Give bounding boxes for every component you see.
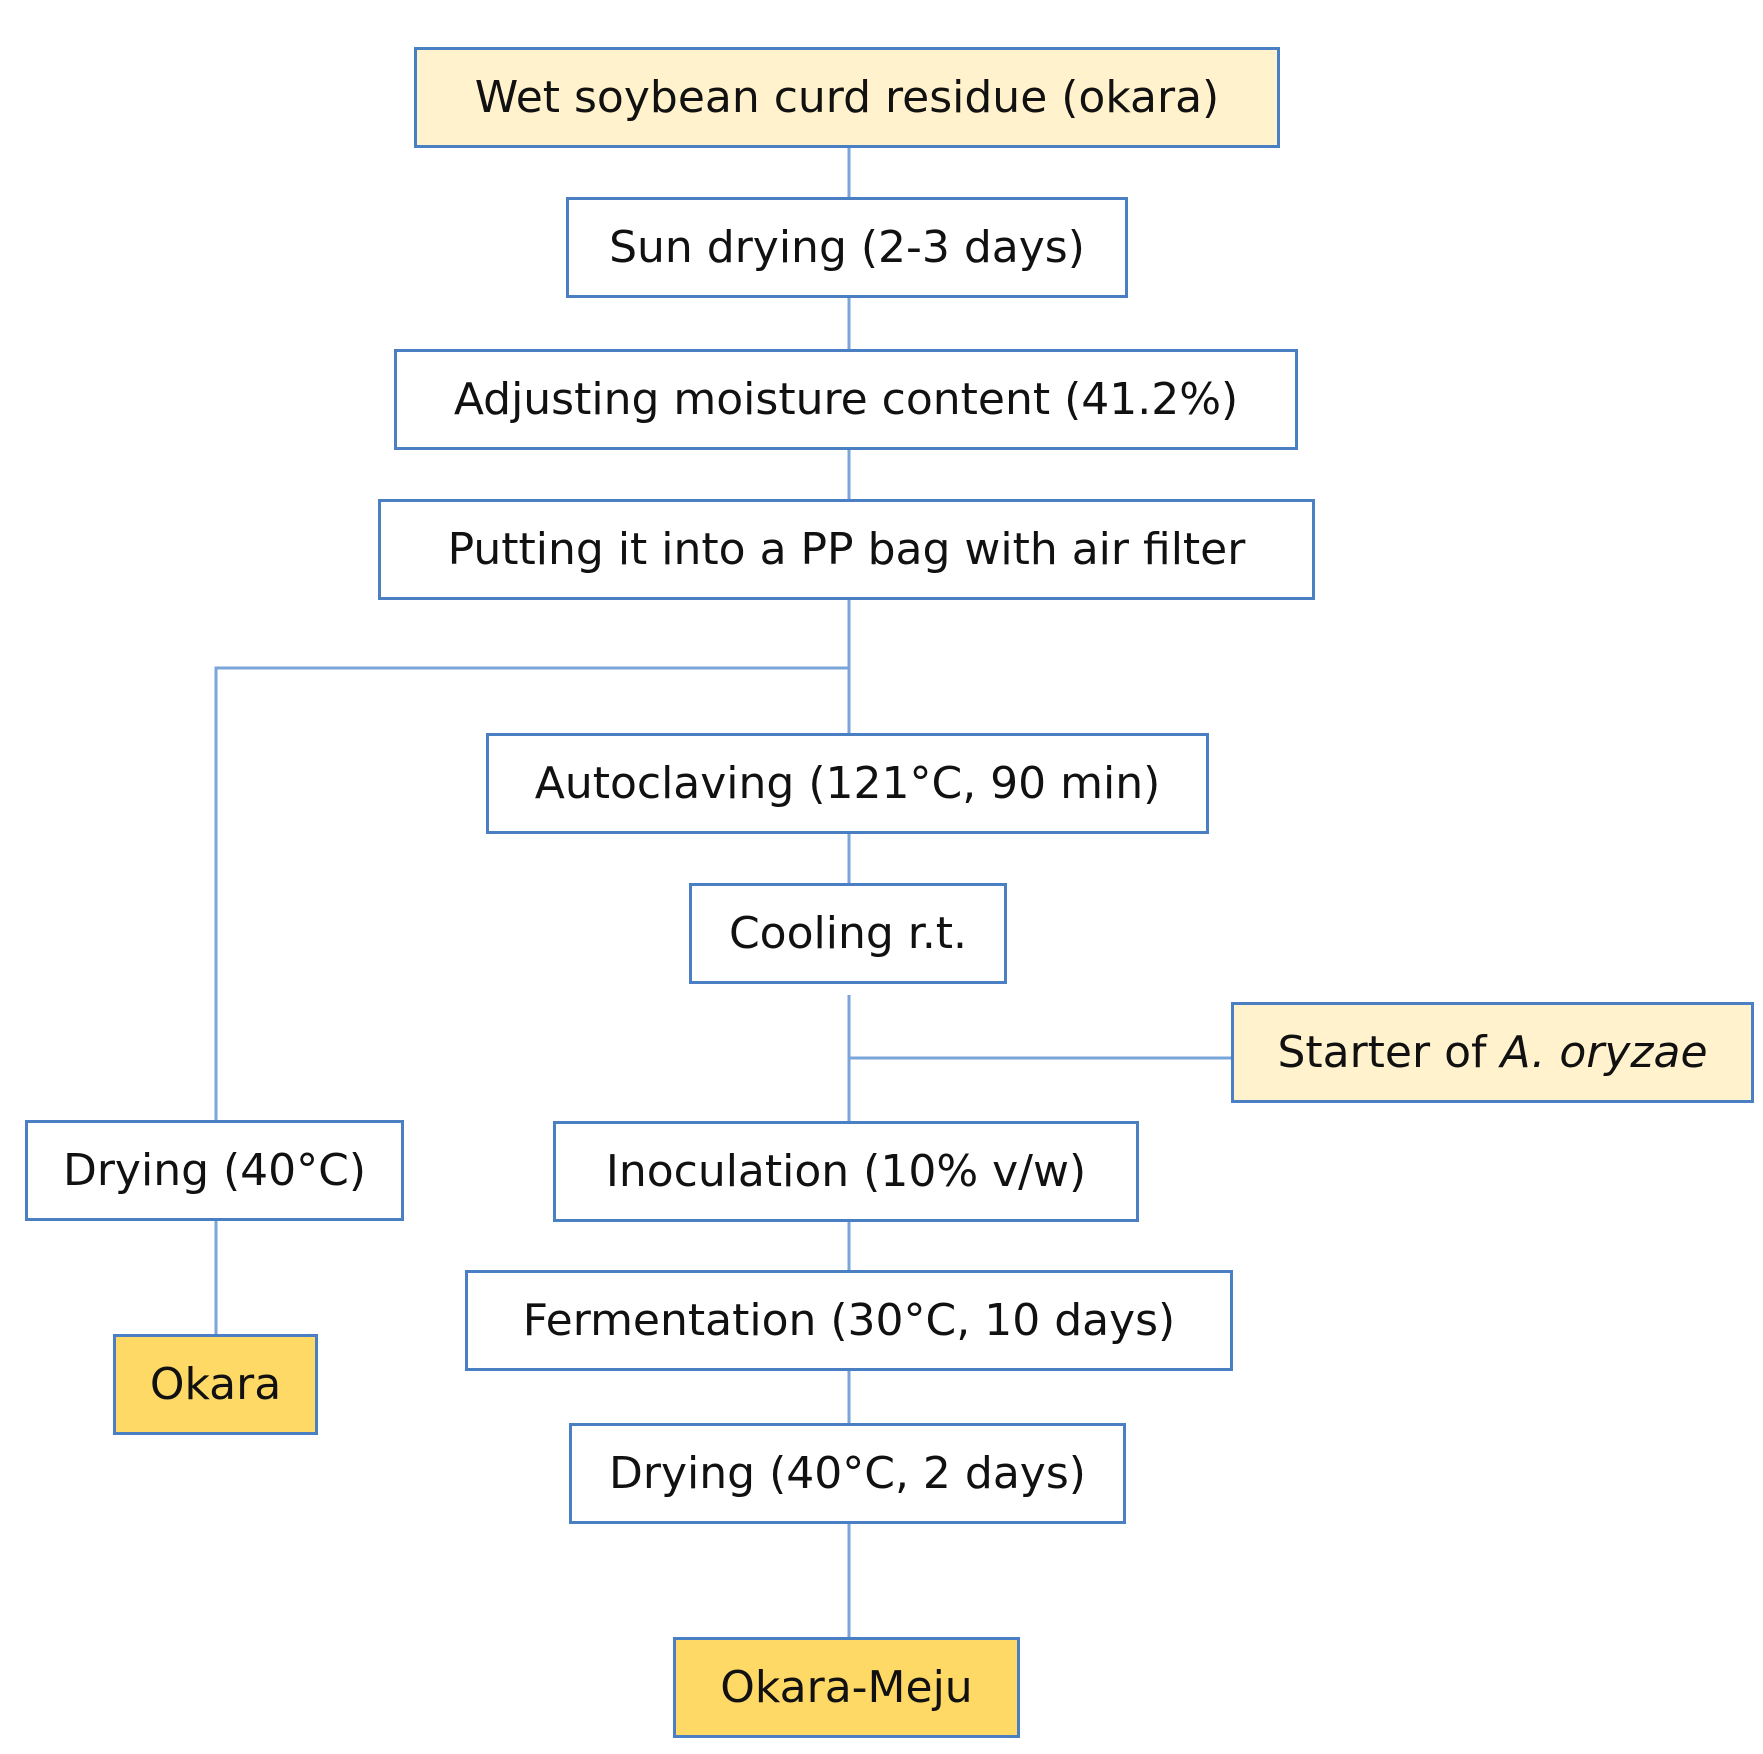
- step-starter: Starter of A. oryzae: [1231, 1002, 1754, 1103]
- product-okara-meju-label: Okara-Meju: [720, 1662, 973, 1713]
- step-autoclaving-label: Autoclaving (121°C, 90 min): [534, 758, 1161, 809]
- step-fermentation-label: Fermentation (30°C, 10 days): [522, 1295, 1176, 1346]
- step-pp-bag: Putting it into a PP bag with air filter: [378, 499, 1315, 600]
- step-sun-drying: Sun drying (2-3 days): [566, 197, 1128, 298]
- step-cooling: Cooling r.t.: [689, 883, 1007, 984]
- starter-species: A. oryzae: [1500, 1027, 1708, 1078]
- step-sun-drying-label: Sun drying (2-3 days): [609, 222, 1085, 273]
- step-starter-label: Starter of A. oryzae: [1277, 1027, 1707, 1078]
- product-okara-label: Okara: [149, 1359, 282, 1410]
- step-pp-bag-label: Putting it into a PP bag with air filter: [447, 524, 1246, 575]
- step-drying-2days: Drying (40°C, 2 days): [569, 1423, 1126, 1524]
- product-okara: Okara: [113, 1334, 318, 1435]
- starter-prefix: Starter of: [1277, 1027, 1501, 1078]
- step-drying-40c-label: Drying (40°C): [62, 1145, 367, 1196]
- step-inoculation: Inoculation (10% v/w): [553, 1121, 1139, 1222]
- step-fermentation: Fermentation (30°C, 10 days): [465, 1270, 1233, 1371]
- step-drying-40c: Drying (40°C): [25, 1120, 404, 1221]
- step-adjust-moisture-label: Adjusting moisture content (41.2%): [453, 374, 1239, 425]
- step-cooling-label: Cooling r.t.: [728, 908, 968, 959]
- step-drying-2days-label: Drying (40°C, 2 days): [609, 1448, 1086, 1499]
- step-autoclaving: Autoclaving (121°C, 90 min): [486, 733, 1209, 834]
- step-wet-okara-label: Wet soybean curd residue (okara): [474, 72, 1220, 123]
- step-adjust-moisture: Adjusting moisture content (41.2%): [394, 349, 1298, 450]
- step-inoculation-label: Inoculation (10% v/w): [605, 1146, 1087, 1197]
- product-okara-meju: Okara-Meju: [673, 1637, 1020, 1738]
- step-wet-okara: Wet soybean curd residue (okara): [414, 47, 1280, 148]
- connector-branch-dry1: [214, 666, 849, 1120]
